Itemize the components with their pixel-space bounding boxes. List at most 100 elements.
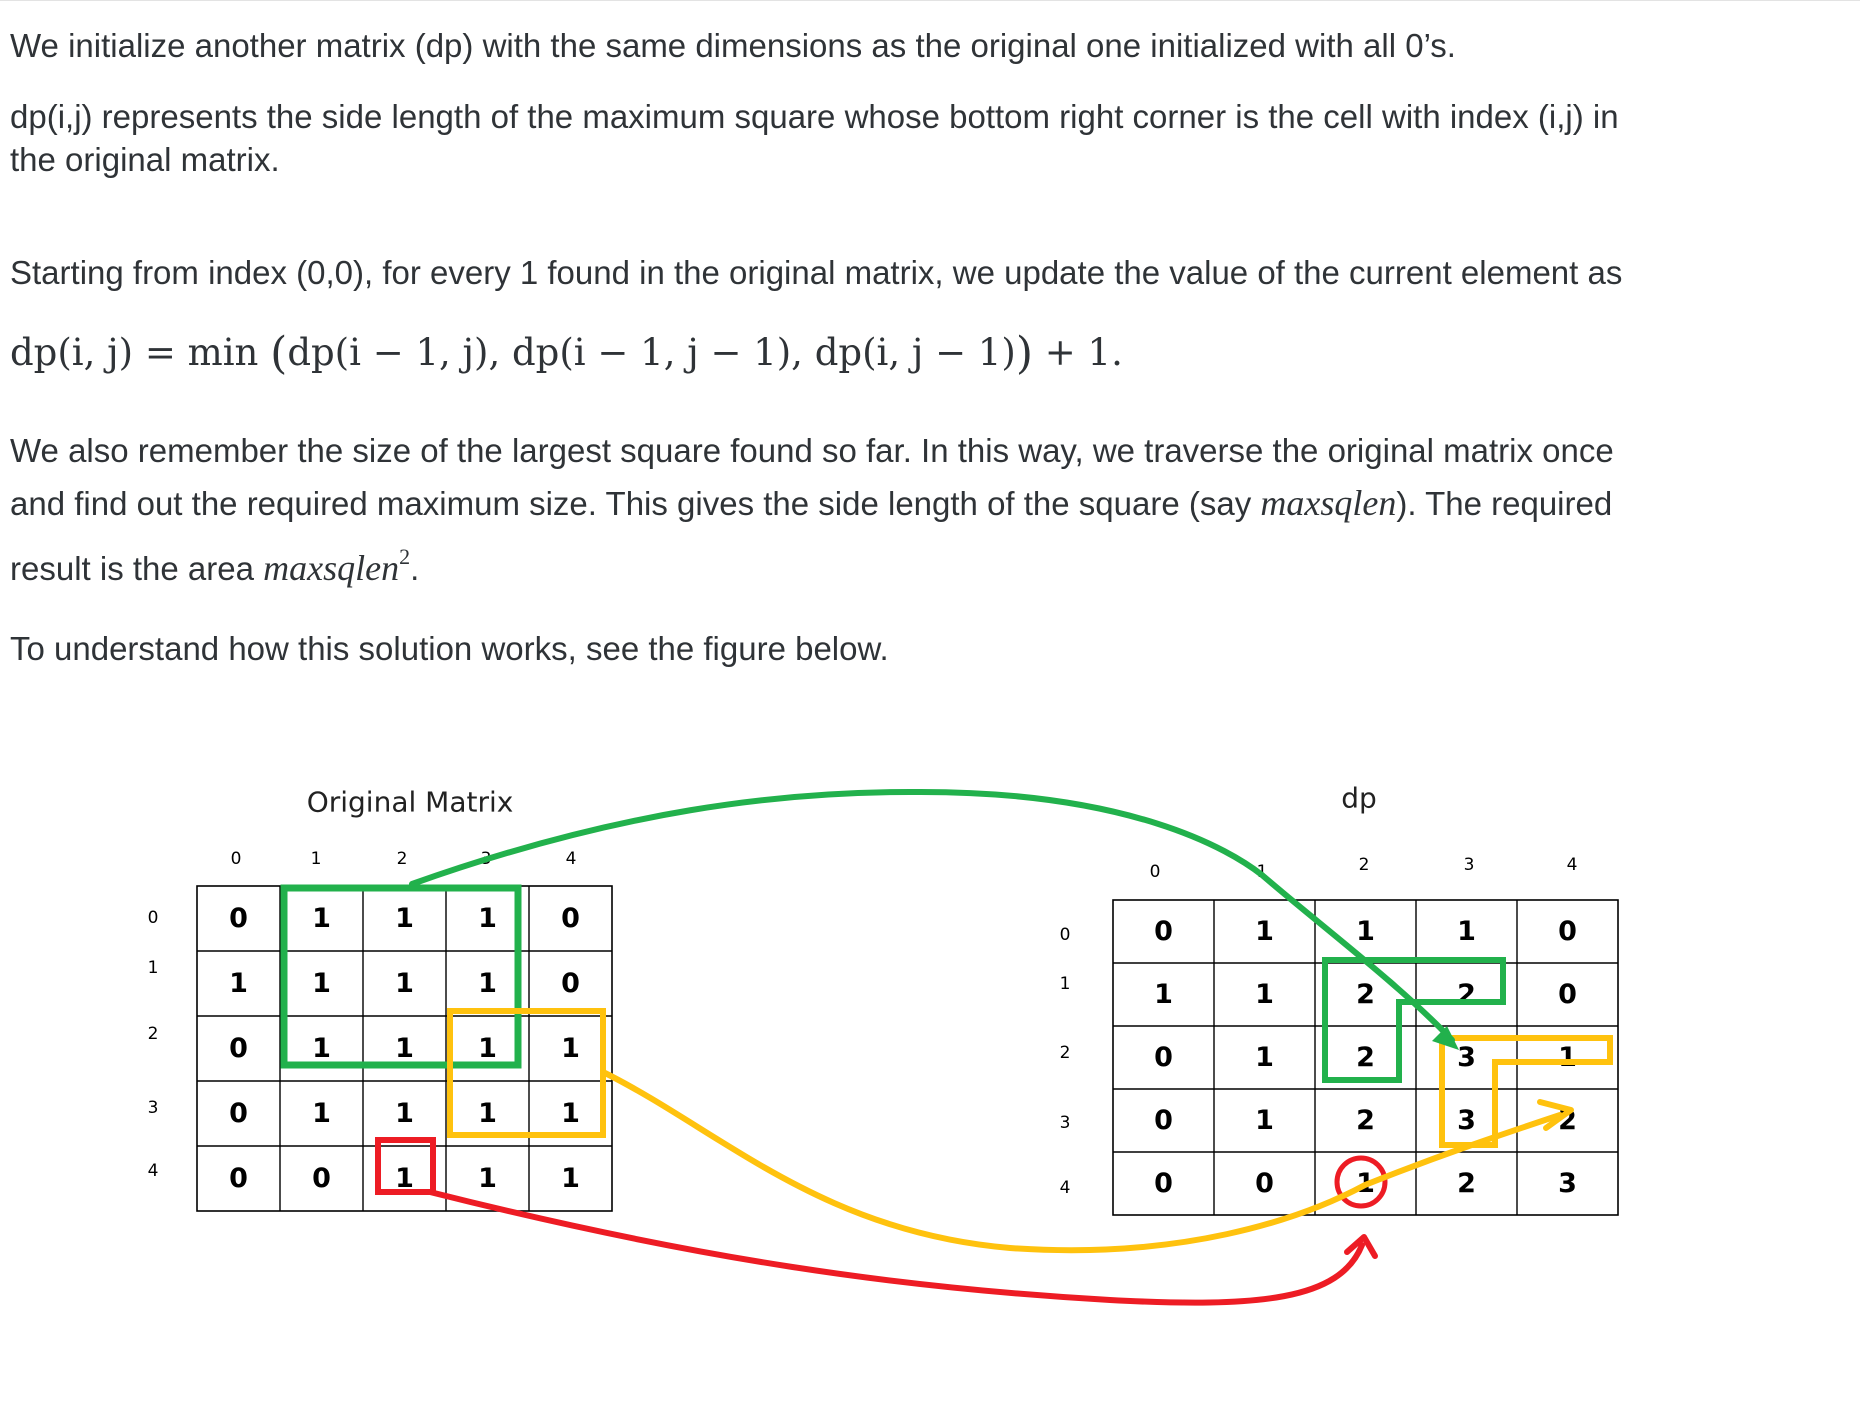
- original-matrix-cell: 1: [478, 1098, 497, 1129]
- dp-matrix-cell: 1: [1558, 1042, 1577, 1073]
- dp-col-index: 0: [1150, 862, 1161, 882]
- paragraph-summary-line1: We also remember the size of the largest…: [10, 432, 1614, 469]
- original-col-index: 4: [566, 849, 577, 869]
- paragraph-summary-line2: and find out the required maximum size. …: [10, 477, 1612, 530]
- summary-text-d: .: [410, 550, 420, 587]
- original-matrix-cell: 1: [395, 1033, 414, 1064]
- red-highlight-cell: [375, 1137, 436, 1195]
- original-matrix-cell: 1: [478, 1033, 497, 1064]
- dp-matrix-cell: 2: [1356, 1105, 1375, 1136]
- paragraph-update-rule: Starting from index (0,0), for every 1 f…: [10, 254, 1623, 291]
- original-matrix-cell: 1: [395, 903, 414, 934]
- original-matrix-cell: 0: [561, 903, 580, 934]
- dp-matrix-cell: 0: [1558, 979, 1577, 1010]
- dp-matrix-cell: 2: [1356, 1042, 1375, 1073]
- yellow-arrow-path: [600, 1069, 1563, 1254]
- original-matrix-cell: 0: [561, 968, 580, 999]
- dp-matrix-cell: 3: [1457, 1042, 1476, 1073]
- dp-row-index: 1: [1060, 974, 1071, 994]
- yellow-highlight-square: [447, 1008, 606, 1138]
- formula-paren-close: ): [1015, 328, 1034, 379]
- green-arrow-path: [409, 788, 1455, 1043]
- original-matrix-cell: 1: [561, 1163, 580, 1194]
- dp-matrix-cell: 3: [1457, 1105, 1476, 1136]
- exponent: 2: [399, 544, 411, 569]
- dp-matrix-cell: 1: [1255, 979, 1274, 1010]
- left-matrix-title: Original Matrix: [307, 786, 514, 819]
- dp-matrix-title: dp: [1341, 782, 1377, 815]
- original-matrix-cell: 1: [561, 1098, 580, 1129]
- red-dp-circle: [1334, 1155, 1388, 1209]
- summary-text-a: and find out the required maximum size. …: [10, 485, 1261, 522]
- yellow-dp-region: [1439, 1035, 1613, 1148]
- figure-svg: Original Matrix dp 0 1 1 1 0 1 1 1 1 0 0 1 1 1 1 0 1 1 1 1 0 0 1…: [148, 782, 1619, 1306]
- dp-matrix-cell: 0: [1558, 916, 1577, 947]
- original-col-index: 2: [397, 849, 408, 869]
- dp-matrix-cell: 1: [1255, 1105, 1274, 1136]
- summary-text-b: ). The required: [1396, 485, 1613, 522]
- paragraph-intro: We initialize another matrix (dp) with t…: [10, 27, 1456, 64]
- dp-row-index: 2: [1060, 1043, 1071, 1063]
- paragraph-figure-intro: To understand how this solution works, s…: [10, 630, 889, 667]
- yellow-arrowhead: [1537, 1099, 1574, 1131]
- original-matrix-cell: 1: [561, 1033, 580, 1064]
- original-matrix-cell: 1: [478, 1163, 497, 1194]
- dp-matrix-border: [1112, 899, 1619, 1216]
- formula-arg1: dp(i − 1, j),: [287, 331, 501, 374]
- summary-text-c: result is the area: [10, 550, 264, 587]
- dp-row-index: 0: [1060, 925, 1071, 945]
- dp-matrix-cell: 2: [1356, 979, 1375, 1010]
- original-col-index: 1: [311, 849, 322, 869]
- formula-arg2: dp(i − 1, j − 1),: [511, 331, 803, 374]
- dp-row-index: 4: [1060, 1178, 1071, 1198]
- original-matrix-cell: 1: [395, 1098, 414, 1129]
- dp-matrix-cell: 0: [1154, 916, 1173, 947]
- original-matrix-cell: 0: [312, 1163, 331, 1194]
- green-dp-region: [1322, 957, 1506, 1083]
- original-matrix-cell: 1: [312, 903, 331, 934]
- paragraph-definition-line2: the original matrix.: [10, 141, 280, 178]
- formula-tail: + 1.: [1044, 331, 1123, 374]
- paragraph-definition-line1: dp(i,j) represents the side length of th…: [10, 98, 1619, 135]
- original-matrix-cell: 0: [229, 1033, 248, 1064]
- dp-matrix-cell: 3: [1558, 1168, 1577, 1199]
- original-matrix-cell: 0: [229, 903, 248, 934]
- dp-matrix-cell: 0: [1154, 1168, 1173, 1199]
- dp-col-index: 3: [1464, 855, 1475, 875]
- original-row-index: 1: [148, 958, 159, 978]
- dp-col-index: 4: [1567, 855, 1578, 875]
- dp-col-index: 2: [1359, 855, 1370, 875]
- top-divider: [0, 0, 1860, 1]
- paragraph-summary-line3: result is the area maxsqlen2.: [10, 530, 419, 595]
- original-row-index: 0: [148, 908, 159, 928]
- formula-lhs: dp(i, j): [10, 331, 134, 374]
- formula-equals: =: [144, 331, 176, 374]
- dp-matrix-cell: 2: [1457, 979, 1476, 1010]
- original-matrix-cell: 1: [312, 968, 331, 999]
- dp-matrix-cell: 0: [1255, 1168, 1274, 1199]
- dp-matrix-cell: 0: [1154, 1042, 1173, 1073]
- original-row-index: 3: [148, 1098, 159, 1118]
- red-arrow-path: [427, 1189, 1365, 1306]
- original-row-index: 4: [148, 1161, 159, 1181]
- figure-dp-illustration: Original Matrix dp 0 1 1 1 0 1 1 1 1 0 0 1 1 1 1 0 1 1 1 1 0 0 1…: [0, 700, 1860, 1400]
- dp-matrix-cell: 1: [1154, 979, 1173, 1010]
- original-row-index: 2: [148, 1024, 159, 1044]
- red-arrowhead: [1344, 1234, 1378, 1259]
- original-matrix-cell: 1: [229, 968, 248, 999]
- original-matrix-cell: 1: [478, 968, 497, 999]
- green-arrowhead: [1432, 1026, 1459, 1050]
- original-matrix-cell: 1: [395, 1163, 414, 1194]
- formula-min: min: [187, 331, 259, 374]
- original-matrix-cell: 0: [229, 1163, 248, 1194]
- var-maxsqlen-squared: maxsqlen: [263, 548, 400, 588]
- original-matrix-cell: 0: [229, 1098, 248, 1129]
- var-maxsqlen: maxsqlen: [1260, 483, 1397, 523]
- dp-matrix-cell: 1: [1255, 916, 1274, 947]
- recurrence-formula: dp(i, j) = min (dp(i − 1, j), dp(i − 1, …: [10, 328, 1123, 379]
- dp-row-index: 3: [1060, 1113, 1071, 1133]
- dp-matrix-cell: 2: [1457, 1168, 1476, 1199]
- original-matrix-cell: 1: [312, 1033, 331, 1064]
- green-highlight-square: [280, 884, 522, 1069]
- original-col-index: 0: [231, 849, 242, 869]
